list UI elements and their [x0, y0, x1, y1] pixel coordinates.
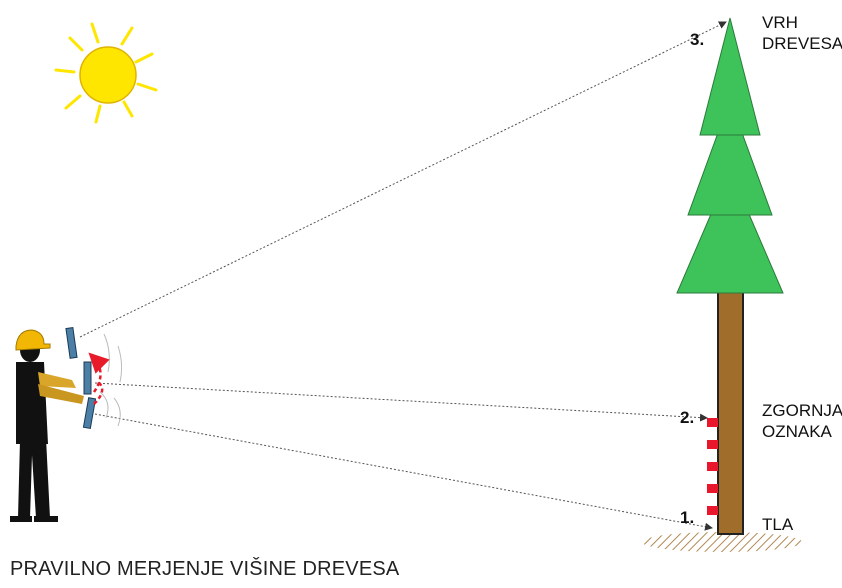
label-tree-top-line1: VRH [762, 13, 798, 32]
rotation-arrow-icon [88, 352, 110, 405]
label-upper-mark-line2: OZNAKA [762, 422, 832, 441]
person-icon [10, 329, 84, 522]
label-upper-mark-line1: ZGORNJA [762, 401, 842, 420]
tablet-icon [65, 327, 97, 430]
ground [642, 532, 802, 552]
label-ground: TLA [762, 515, 794, 534]
tree-crown-bottom [676, 168, 784, 294]
sight-line-mark [94, 382, 708, 422]
label-tree-top-line2: DREVESA [762, 34, 842, 53]
label-upper-mark: ZGORNJA OZNAKA [762, 400, 842, 442]
label-tree-top: VRH DREVESA [762, 12, 842, 54]
helmet [15, 329, 51, 351]
sight-line-top [79, 21, 727, 338]
tree-icon [676, 17, 784, 535]
sight-line-ground [94, 413, 713, 531]
sun-icon [54, 22, 158, 124]
height-marks [707, 418, 718, 515]
tree-crown-top [699, 17, 761, 136]
diagram-caption: PRAVILNO MERJENJE VIŠINE DREVESA [10, 558, 400, 580]
step-3-label: 3. [690, 30, 705, 49]
step-1-label: 1. [680, 508, 695, 527]
tree-crown-middle [687, 98, 773, 216]
tree-trunk [717, 281, 744, 535]
step-2-label: 2. [680, 408, 695, 427]
sight-lines [79, 21, 727, 531]
